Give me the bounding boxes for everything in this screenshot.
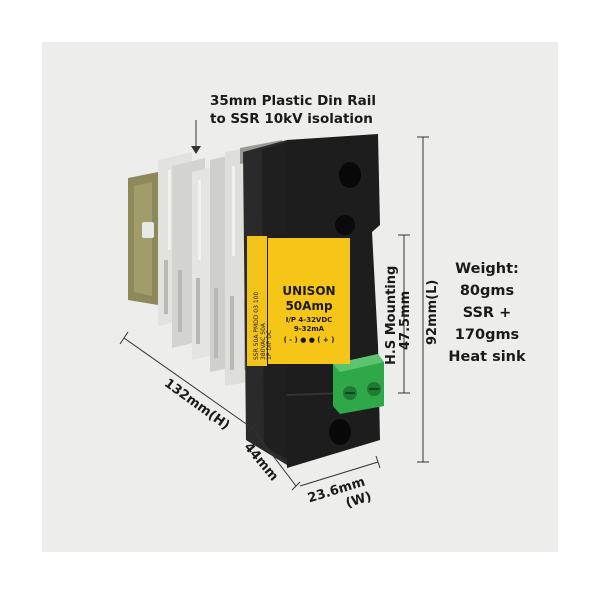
input-text: I/P 4-32VDC bbox=[285, 316, 333, 324]
weight-line: SSR + bbox=[462, 305, 512, 321]
weight-line: Weight: bbox=[455, 261, 519, 277]
mounting-dimension-value: 47.5mm bbox=[398, 290, 413, 350]
side-label-line: SSR 50A PMDD 03 100 bbox=[253, 291, 260, 360]
brand-text: UNISON bbox=[282, 284, 336, 298]
dimension-lines bbox=[119, 120, 429, 491]
din-rail-note-line: to SSR 10kV isolation bbox=[210, 111, 373, 127]
mounting-dimension-label: H.S Mounting bbox=[384, 265, 399, 365]
terminal-block[interactable] bbox=[333, 354, 384, 414]
din-rail-note: 35mm Plastic Din Rail to SSR 10kV isolat… bbox=[210, 92, 376, 128]
length-dimension: 92mm(L) bbox=[425, 279, 440, 345]
din-rail-note-line: 35mm Plastic Din Rail bbox=[210, 93, 376, 109]
polarity-text: ( - ) ● ● ( + ) bbox=[283, 336, 335, 344]
heat-sink bbox=[158, 146, 260, 386]
arrow-down-icon bbox=[191, 146, 201, 154]
weight-line: Heat sink bbox=[448, 349, 526, 365]
weight-line: 80gms bbox=[459, 283, 515, 299]
weight-note: Weight: 80gms SSR + 170gms Heat sink bbox=[442, 258, 532, 368]
side-label-line: 1P DIP DC bbox=[266, 329, 273, 360]
rating-text: 50Amp bbox=[285, 299, 333, 313]
din-rail bbox=[128, 172, 158, 305]
current-text: 9-32mA bbox=[293, 325, 325, 333]
side-label: SSR 50A PMDD 03 100 380VAC 50A 1P DIP DC bbox=[247, 236, 273, 366]
ssr-label: UNISON 50Amp I/P 4-32VDC 9-32mA ( - ) ● … bbox=[268, 238, 350, 364]
weight-line: 170gms bbox=[454, 327, 520, 343]
